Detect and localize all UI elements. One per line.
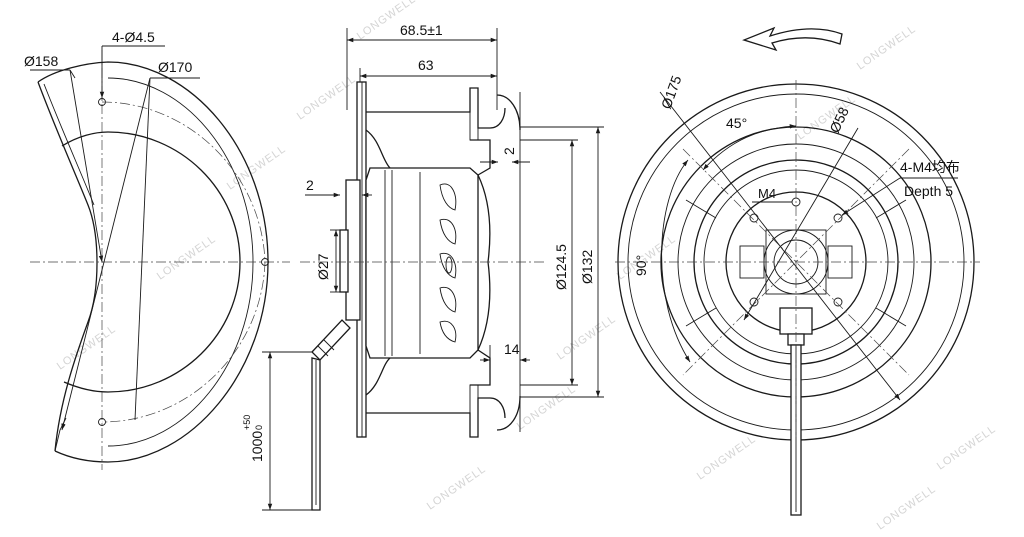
left-view-flange: Ø158 4-Ø4.5 Ø170 <box>24 29 290 470</box>
dim-dia-170: Ø170 <box>158 59 192 75</box>
watermark: LONGWELL <box>155 233 219 282</box>
dim-2-left: 2 <box>306 177 314 193</box>
dim-dia-175: Ø175 <box>658 73 685 111</box>
dim-width-63: 63 <box>418 57 434 73</box>
watermark: LONGWELL <box>695 433 759 482</box>
dim-width-68-5: 68.5±1 <box>400 22 443 38</box>
dim-14: 14 <box>504 341 520 357</box>
dim-cable-tol-upper: +50 <box>242 415 252 430</box>
watermark: LONGWELL <box>875 483 939 532</box>
dim-dia-27: Ø27 <box>315 253 331 280</box>
watermark: LONGWELL <box>555 313 619 362</box>
dim-dia-124-5: Ø124.5 <box>553 244 569 290</box>
dim-holes-4-dia-4-5: 4-Ø4.5 <box>112 29 155 45</box>
watermark: LONGWELL <box>515 383 579 432</box>
watermark-layer: LONGWELL LONGWELL LONGWELL LONGWELL LONG… <box>55 0 999 532</box>
impeller-blades <box>439 183 457 343</box>
watermark: LONGWELL <box>935 423 999 472</box>
front-view-fan: Ø175 45° Ø58 4-M4均布 Depth 5 M4 90° <box>615 26 980 516</box>
watermark: LONGWELL <box>855 23 919 72</box>
side-view-fan: 68.5±1 63 <box>242 22 604 511</box>
dim-dia-132: Ø132 <box>579 250 595 284</box>
dim-cable-length: 1000 <box>249 431 265 462</box>
dim-dia-158: Ø158 <box>24 53 58 69</box>
watermark: LONGWELL <box>295 73 359 122</box>
watermark: LONGWELL <box>225 143 289 192</box>
dim-2-right: 2 <box>501 147 517 155</box>
dim-angle-90: 90° <box>633 255 649 276</box>
dim-cable-tol-lower: 0 <box>254 425 264 430</box>
dim-threads: 4-M4均布 <box>900 159 960 175</box>
dim-m4: M4 <box>758 186 776 201</box>
dim-angle-45: 45° <box>726 115 747 131</box>
watermark: LONGWELL <box>425 463 489 512</box>
rotation-arrow-icon <box>742 26 843 52</box>
dim-depth: Depth 5 <box>904 183 953 199</box>
